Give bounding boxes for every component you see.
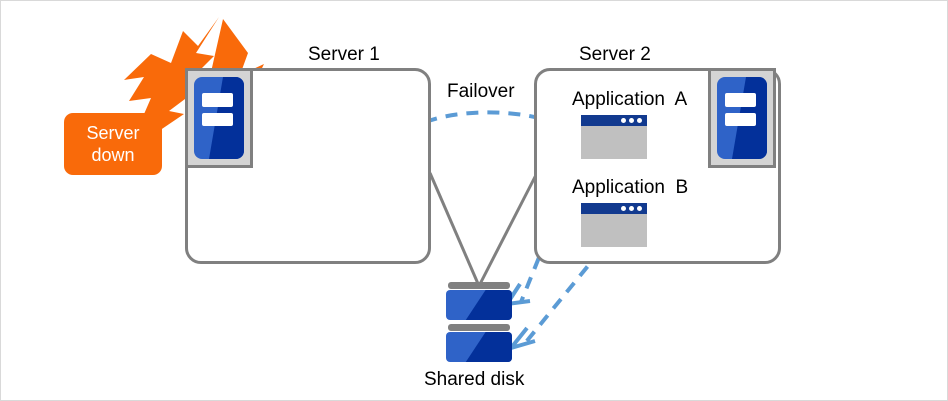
application-a-dot-2 [629, 118, 634, 123]
disk-unit-top-cap [448, 282, 510, 289]
application-a-dot-1 [621, 118, 626, 123]
server2-bar-bottom [725, 113, 756, 127]
disk-unit-top-body [446, 290, 512, 320]
application-a-titlebar [581, 115, 647, 126]
server1-chassis [194, 77, 244, 159]
lightning-bolt-left [124, 17, 219, 135]
server-down-callout: Server down [64, 113, 162, 175]
connector-server2-to-disk [477, 172, 539, 287]
application-b-window-icon [581, 203, 647, 247]
server1-hardware-icon [185, 68, 253, 168]
server2-chassis [717, 77, 767, 159]
application-a-label: Application A [572, 89, 688, 110]
application-b-label: Application B [572, 177, 689, 198]
application-b-dot-2 [629, 206, 634, 211]
failover-label: Failover [447, 81, 515, 102]
disk-unit-bottom-cap [448, 324, 510, 331]
server1-bar-bottom [202, 113, 233, 127]
server2-label: Server 2 [579, 44, 651, 65]
application-a-dot-3 [637, 118, 642, 123]
shared-disk-icon [446, 282, 512, 362]
connector-lines [428, 172, 539, 287]
server-down-line2: down [91, 145, 135, 165]
server1-bar-top [202, 93, 233, 107]
server1-label: Server 1 [308, 44, 380, 65]
connector-server1-to-disk [428, 172, 481, 287]
arrow-app-b-head [509, 326, 536, 350]
server2-hardware-icon [708, 68, 776, 168]
application-b-titlebar [581, 203, 647, 214]
application-b-dot-3 [637, 206, 642, 211]
server-down-line1: Server [86, 123, 140, 143]
shared-disk-label: Shared disk [424, 369, 525, 390]
server2-bar-top [725, 93, 756, 107]
application-a-window-icon [581, 115, 647, 159]
disk-unit-bottom-body [446, 332, 512, 362]
application-b-dot-1 [621, 206, 626, 211]
